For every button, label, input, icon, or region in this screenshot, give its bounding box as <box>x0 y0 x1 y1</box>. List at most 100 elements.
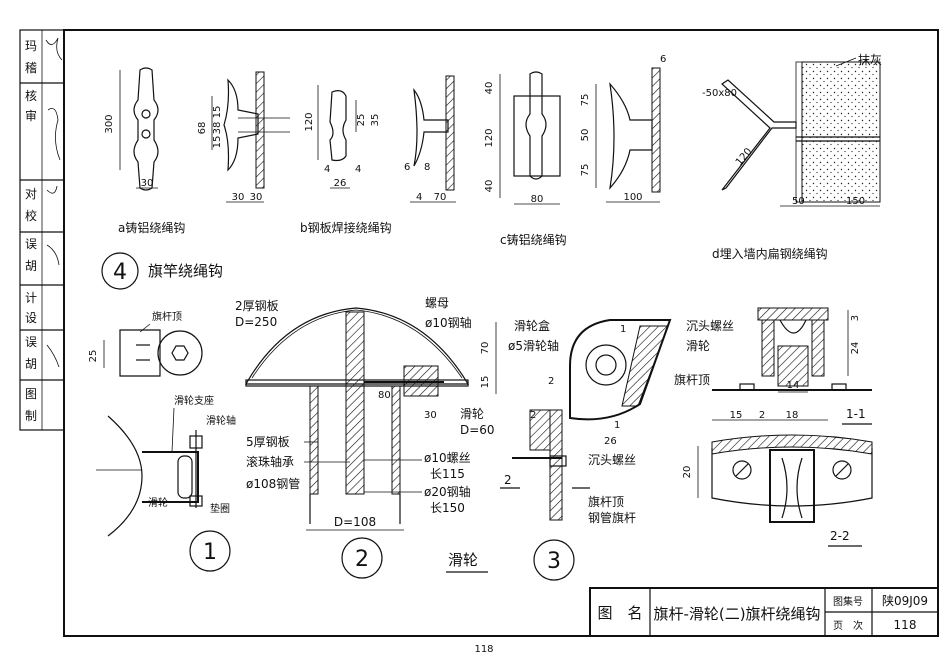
svg-text:68: 68 <box>197 122 208 135</box>
svg-text:垫圈: 垫圈 <box>210 502 230 515</box>
sig-cell-4: 审 <box>25 108 37 123</box>
svg-text:120: 120 <box>734 146 755 168</box>
signature-scribble <box>45 37 63 368</box>
detail3-drawing: 70 15 滑轮盒 ø5滑轮轴 沉头螺丝 滑轮 2 旗杆顶 26 1 1 2 沉… <box>480 318 734 525</box>
svg-text:-50x80: -50x80 <box>702 88 737 99</box>
title-block: 图 名 旗杆-滑轮(二)旗杆绕绳钩 图集号 陕09J09 页 次 118 <box>589 587 939 637</box>
center-title: 滑轮 <box>448 551 478 569</box>
caption-b: b钢板焊接绕绳钩 <box>300 220 392 235</box>
sig-cell-1: 玛 <box>25 39 37 53</box>
svg-text:滑轮: 滑轮 <box>686 339 710 353</box>
section-1-1: 3 24 14 15 2 18 1-1 <box>712 307 872 425</box>
sig-cell-2: 稽 <box>25 60 37 75</box>
hook-b-front: 120 25 35 4 4 26 <box>304 85 381 189</box>
svg-text:15: 15 <box>730 410 743 421</box>
page-value: 118 <box>894 618 917 632</box>
detail3-number-circle <box>533 539 575 581</box>
svg-text:30: 30 <box>424 410 437 421</box>
svg-text:沉头螺丝: 沉头螺丝 <box>686 319 734 333</box>
svg-text:旗杆顶: 旗杆顶 <box>152 310 182 323</box>
svg-text:ø10螺丝: ø10螺丝 <box>424 451 471 465</box>
sig-cell-6: 校 <box>25 208 37 223</box>
svg-text:70: 70 <box>434 192 447 203</box>
svg-text:25: 25 <box>88 350 99 363</box>
svg-text:18: 18 <box>786 410 799 421</box>
hook-c-front: 40 120 40 80 <box>484 71 561 205</box>
sig-cell-13: 图 <box>25 387 37 401</box>
svg-text:25: 25 <box>356 114 367 127</box>
hook-b-side: 6 8 4 70 <box>404 75 456 203</box>
svg-text:50: 50 <box>792 196 805 207</box>
caption-c: c铸铝绕绳钩 <box>500 232 567 247</box>
svg-text:旗杆顶: 旗杆顶 <box>674 372 710 387</box>
svg-text:滑轮盒: 滑轮盒 <box>514 318 550 333</box>
svg-text:38: 38 <box>212 122 223 135</box>
atlas-value: 陕09J09 <box>882 593 928 608</box>
caption-d: d埋入墙内扁钢绕绳钩 <box>712 247 828 261</box>
svg-text:26: 26 <box>604 436 617 447</box>
svg-text:长150: 长150 <box>430 501 465 515</box>
svg-text:15: 15 <box>480 376 491 389</box>
svg-text:ø5滑轮轴: ø5滑轮轴 <box>508 338 559 353</box>
signature-column: 玛 稽 核 审 对 校 误 胡 计 设 误 胡 图 制 <box>19 29 65 431</box>
svg-text:2: 2 <box>504 473 512 487</box>
svg-text:50: 50 <box>580 129 591 142</box>
svg-text:20: 20 <box>682 466 693 479</box>
svg-text:40: 40 <box>484 180 495 193</box>
svg-text:ø20钢轴: ø20钢轴 <box>424 484 471 499</box>
svg-text:2-2: 2-2 <box>830 529 850 543</box>
detail1-number-circle <box>189 530 231 572</box>
sig-cell-12: 胡 <box>25 357 37 371</box>
svg-text:75: 75 <box>580 94 591 107</box>
svg-text:D=108: D=108 <box>334 515 376 529</box>
svg-text:80: 80 <box>531 194 544 205</box>
svg-text:1-1: 1-1 <box>846 407 866 421</box>
atlas-label: 图集号 <box>833 595 863 608</box>
svg-text:抹灰: 抹灰 <box>858 53 882 67</box>
sig-cell-14: 制 <box>25 409 37 423</box>
svg-text:ø10钢轴: ø10钢轴 <box>425 315 472 330</box>
svg-text:6: 6 <box>660 54 666 65</box>
svg-text:75: 75 <box>580 164 591 177</box>
detail2-number: 2 <box>355 547 369 572</box>
svg-text:2: 2 <box>548 376 554 387</box>
title-name: 旗杆-滑轮(二)旗杆绕绳钩 <box>653 605 820 623</box>
page-label: 页 次 <box>833 619 863 632</box>
sig-cell-8: 胡 <box>25 259 37 273</box>
detail3-number: 3 <box>547 549 561 574</box>
svg-text:3: 3 <box>850 315 861 321</box>
svg-text:4: 4 <box>324 164 330 175</box>
hook-a-front: 300 30 <box>104 67 159 191</box>
svg-text:30: 30 <box>250 192 263 203</box>
svg-text:滚珠轴承: 滚珠轴承 <box>246 454 294 469</box>
svg-text:D=60: D=60 <box>460 423 495 437</box>
svg-text:2: 2 <box>759 410 765 421</box>
section-2-2: 20 2-2 <box>682 434 873 547</box>
svg-text:80: 80 <box>378 390 391 401</box>
svg-text:120: 120 <box>484 128 495 147</box>
svg-text:滑轮: 滑轮 <box>460 407 484 421</box>
svg-text:15: 15 <box>212 106 223 119</box>
svg-text:24: 24 <box>850 342 861 355</box>
svg-text:14: 14 <box>787 380 800 391</box>
svg-text:ø108钢管: ø108钢管 <box>246 476 300 491</box>
svg-text:1: 1 <box>614 420 620 431</box>
sig-cell-11: 误 <box>25 335 37 349</box>
svg-text:30: 30 <box>141 178 154 189</box>
detail2-drawing: 2厚钢板 D=250 螺母 ø10钢轴 80 30 滑轮 D=60 5厚钢板 滚… <box>235 296 495 531</box>
svg-text:5厚钢板: 5厚钢板 <box>246 435 290 449</box>
svg-text:150: 150 <box>846 196 865 207</box>
detail1-drawing: 25 旗杆顶 滑轮支座 滑轮轴 滑轮 垫圈 <box>88 310 236 537</box>
svg-text:滑轮支座: 滑轮支座 <box>174 394 214 407</box>
svg-text:D=250: D=250 <box>235 315 277 329</box>
footer-page-number: 118 <box>474 644 493 655</box>
svg-text:8: 8 <box>424 162 430 173</box>
svg-text:30: 30 <box>232 192 245 203</box>
section4-number-circle <box>101 252 139 290</box>
svg-text:长115: 长115 <box>430 467 465 481</box>
svg-text:15: 15 <box>212 136 223 149</box>
hook-c-side: 75 50 75 100 6 <box>580 54 666 203</box>
svg-text:2厚钢板: 2厚钢板 <box>235 299 279 313</box>
svg-text:100: 100 <box>623 192 642 203</box>
